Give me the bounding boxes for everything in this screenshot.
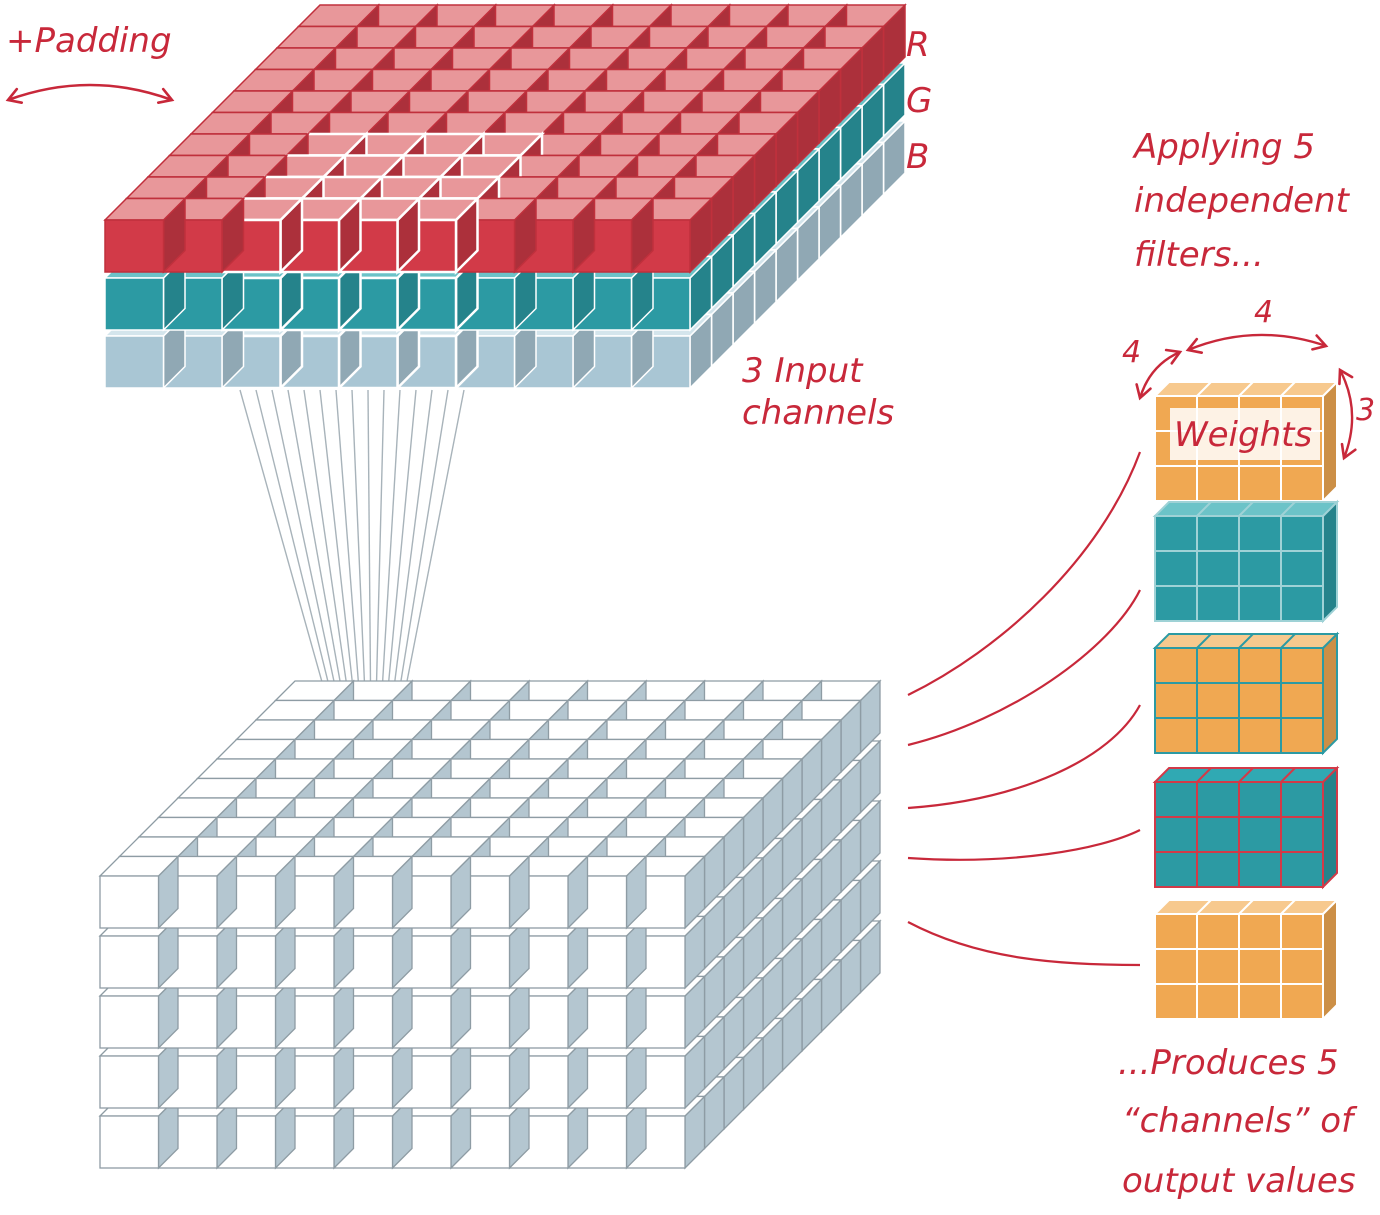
- width-arrow: [1187, 333, 1327, 352]
- filter-grid-line: [1280, 501, 1296, 517]
- input-channels-label-line2: channels: [742, 393, 894, 433]
- filter-grid-line: [1238, 633, 1254, 649]
- annotation-arrows: [5, 83, 1357, 461]
- filter-grid-line: [1196, 633, 1212, 649]
- cube-front: [104, 219, 165, 273]
- arrow-head: [1340, 442, 1357, 461]
- cube-front: [99, 1055, 160, 1109]
- connector-line: [907, 704, 1141, 810]
- filter-depth-label: 4: [1122, 335, 1141, 370]
- cube-front: [99, 875, 160, 929]
- produces-label-line1: ...Produces 5: [1118, 1043, 1339, 1083]
- cube-front: [99, 935, 160, 989]
- connector-line: [907, 829, 1141, 861]
- arrow-head: [1164, 348, 1183, 365]
- annotations: +Padding R G B 3 Input channels Applying…: [6, 21, 1375, 1201]
- padding-arrow: [7, 83, 173, 102]
- filter-grid-line: [1280, 381, 1296, 397]
- produces-label-line2: “channels” of: [1122, 1101, 1358, 1141]
- filter-side: [1322, 631, 1338, 756]
- connector-line: [907, 589, 1141, 747]
- applying-label-line1: Applying 5: [1132, 127, 1315, 167]
- filter-side: [1322, 897, 1338, 1022]
- filter-grid-line: [1196, 767, 1212, 783]
- arrow-head: [1185, 337, 1204, 354]
- produces-label-line3: output values: [1122, 1161, 1356, 1201]
- filter-grid-line: [1238, 381, 1254, 397]
- channel-b-label: B: [906, 137, 929, 177]
- weights-label-bg: [1170, 408, 1320, 460]
- applying-label-line2: independent: [1134, 181, 1351, 221]
- filter-grid-line: [1196, 899, 1212, 915]
- filter-grid-line: [1196, 501, 1212, 517]
- filter-side: [1322, 379, 1338, 504]
- filter-grid-line: [1280, 633, 1296, 649]
- cube-front: [99, 995, 160, 1049]
- arrow-head: [1135, 383, 1152, 401]
- filter-grid-line: [1196, 381, 1212, 397]
- filter-grid-line: [1238, 767, 1254, 783]
- applying-label-line3: filters...: [1134, 235, 1264, 275]
- arrow-head: [1311, 334, 1329, 351]
- channel-g-label: G: [906, 81, 932, 121]
- connector-line: [907, 921, 1141, 967]
- filter-grid-line: [1280, 899, 1296, 915]
- filter-stack: [1152, 379, 1340, 1022]
- filter-side: [1322, 765, 1338, 890]
- arrow-head: [1338, 367, 1354, 386]
- arrow-head: [5, 87, 24, 104]
- input-channels-block: [103, 3, 907, 392]
- cube-front: [104, 335, 165, 389]
- filter-grid-line: [1238, 501, 1254, 517]
- arrow-head: [156, 87, 175, 104]
- height-arrow: [1338, 369, 1354, 459]
- padding-label: +Padding: [6, 21, 172, 61]
- filter-grid-line: [1280, 767, 1296, 783]
- output-volume-block: [98, 679, 882, 1170]
- filter-connector-lines: [907, 451, 1142, 967]
- depth-arrow: [1138, 350, 1181, 399]
- cube-front: [99, 1115, 160, 1169]
- filter-height-label: 3: [1356, 393, 1375, 428]
- filter-grid-line: [1238, 899, 1254, 915]
- connector-line: [907, 451, 1142, 696]
- cube-front: [104, 277, 165, 331]
- filter-width-label: 4: [1254, 295, 1273, 330]
- filter-side: [1322, 499, 1338, 624]
- weights-label: Weights: [1174, 415, 1312, 455]
- input-channels-label-line1: 3 Input: [742, 351, 864, 391]
- channel-r-label: R: [906, 25, 930, 65]
